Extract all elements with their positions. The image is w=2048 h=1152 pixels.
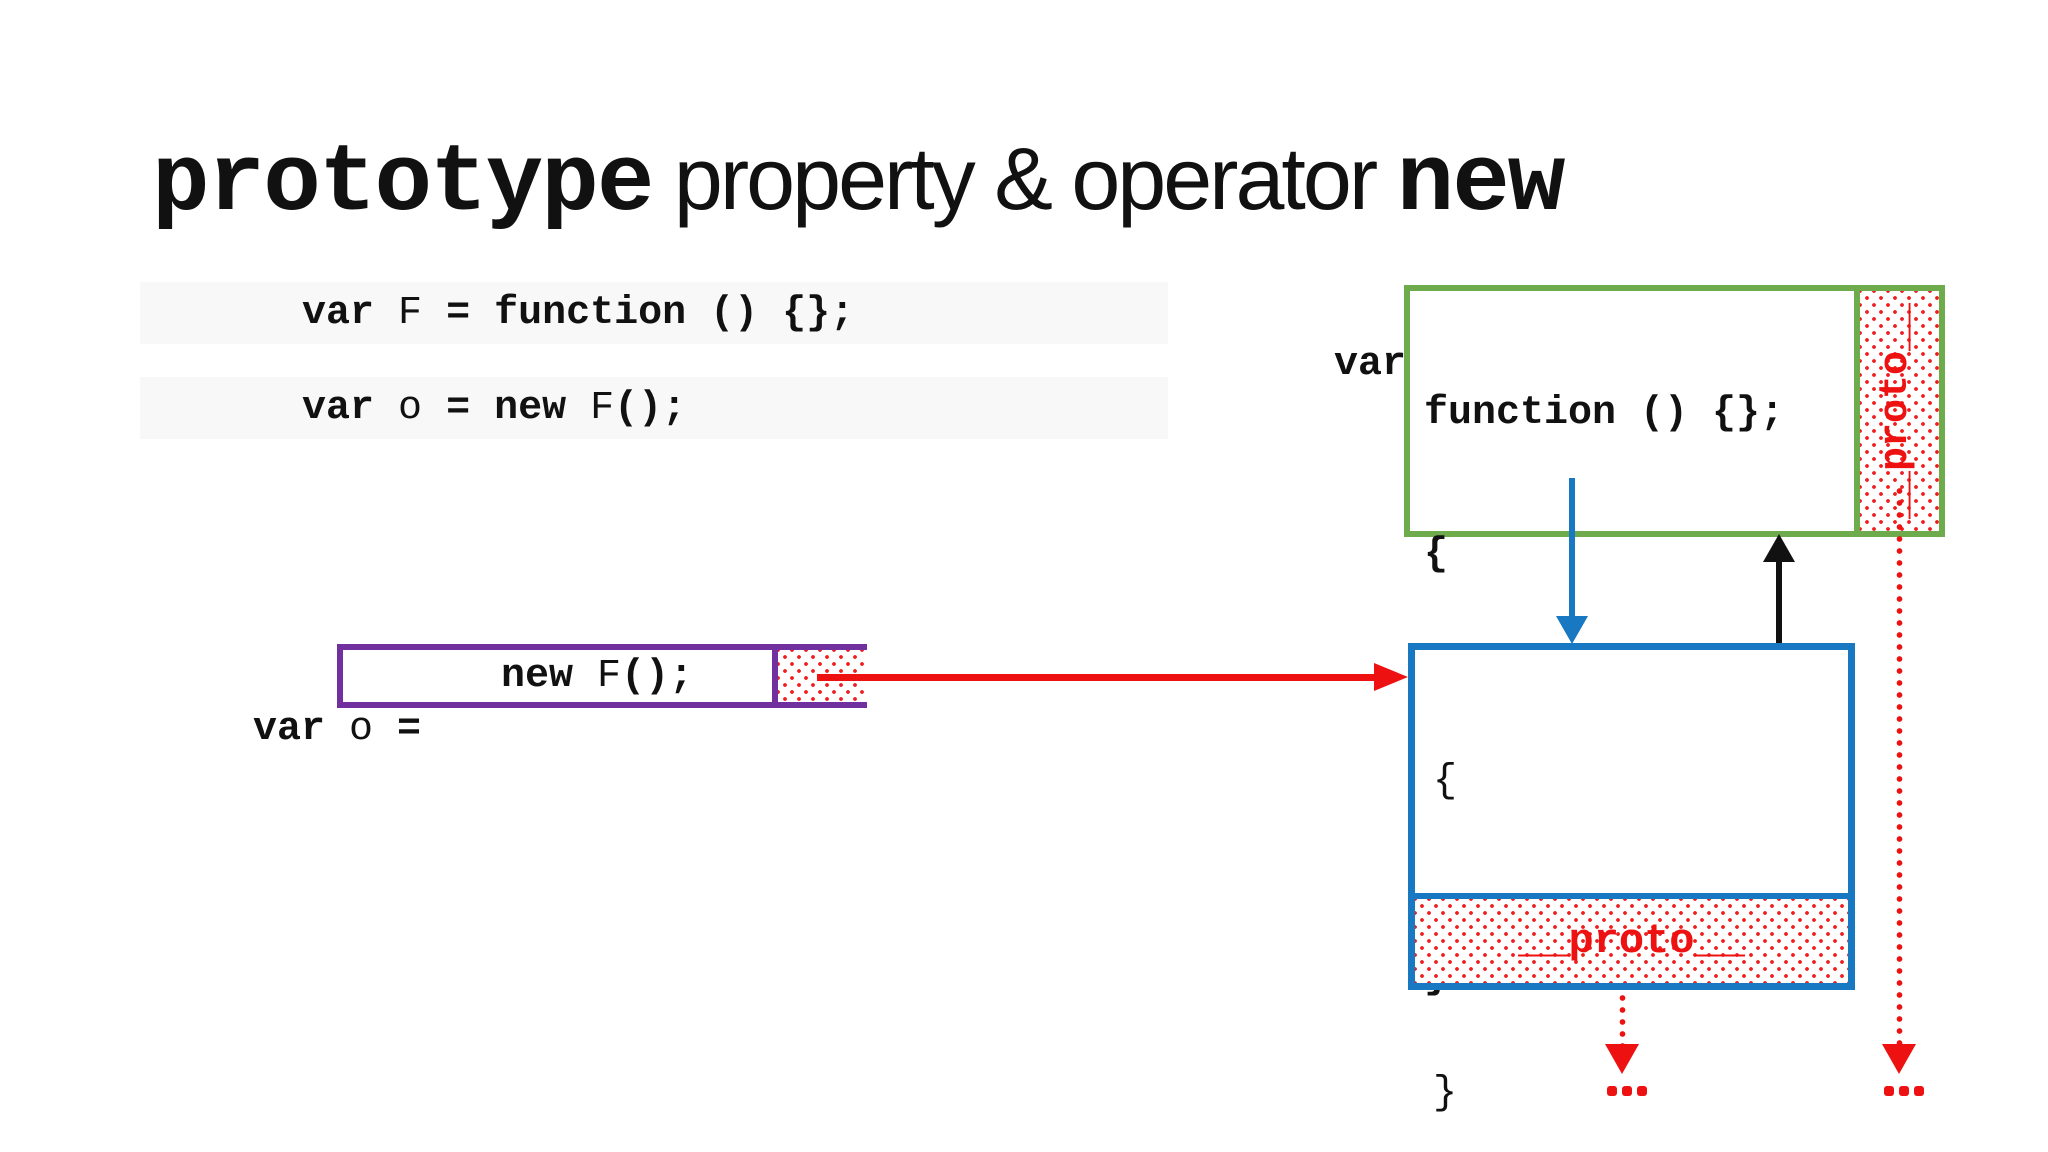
title-middle: property & operator [652, 129, 1397, 228]
dotted-line [1896, 485, 1903, 1044]
keyword-var: var [1334, 342, 1431, 387]
instance-proto-slot: __proto__ [1415, 899, 1848, 983]
instance-proto-label: __proto__ [1518, 917, 1745, 965]
equals-sign: = [422, 290, 495, 336]
equals-sign: = [422, 385, 495, 431]
equals-sign: = [373, 707, 422, 752]
slide-title: prototype property & operator new [152, 128, 1566, 238]
code-line-open-brace: { [1424, 532, 1449, 577]
arrowhead-right-icon [1374, 663, 1408, 691]
keyword-var: var [253, 707, 350, 752]
call-parens: (); [621, 653, 694, 699]
call-parens: (); [614, 385, 687, 431]
statement-box-2: var o = new F(); [140, 377, 1168, 439]
blue-box-divider [1415, 893, 1848, 899]
arrowhead-up-icon [1763, 534, 1795, 562]
keyword-new: new [501, 653, 598, 699]
keyword-new: new [494, 385, 591, 431]
title-code-left: prototype [152, 129, 654, 238]
title-code-right: new [1396, 129, 1566, 238]
statement-2-code: var o = new F(); [140, 341, 686, 476]
arrowhead-down-icon [1605, 1044, 1639, 1074]
ellipsis-icon [1607, 1086, 1647, 1096]
keyword-var: var [302, 290, 399, 336]
code-line-close-brace: } [1433, 1071, 1458, 1116]
identifier-F: F [597, 653, 622, 699]
function-expression: function () {}; [494, 290, 855, 336]
dotted-line [1619, 992, 1626, 1046]
identifier-F: F [590, 385, 615, 431]
keyword-var: var [302, 385, 399, 431]
ellipsis-icon [1884, 1086, 1924, 1096]
purple-box-label: var o = [157, 659, 421, 800]
identifier-F: F [398, 290, 423, 336]
statement-box-1: var F = function () {}; [140, 282, 1168, 344]
variable-o-box: new F(); [337, 644, 867, 708]
instance-object-box: { constructor: F } __proto__ [1408, 643, 1855, 1116]
code-line-function: function () {}; [1424, 391, 1785, 436]
purple-box-divider [772, 650, 778, 702]
prototype-arrow-line [1569, 478, 1575, 618]
identifier-o: o [349, 707, 374, 752]
reference-arrow-line [817, 674, 1377, 681]
statement-1-code: var F = function () {}; [140, 246, 854, 381]
green-box-divider [1854, 291, 1860, 531]
code-line-open-brace: { [1433, 759, 1458, 804]
variable-o-code: new F(); [343, 606, 693, 747]
constructor-arrow-line [1776, 558, 1782, 683]
arrowhead-down-icon [1882, 1044, 1916, 1074]
identifier-o: o [398, 385, 423, 431]
arrowhead-down-icon [1556, 616, 1588, 644]
